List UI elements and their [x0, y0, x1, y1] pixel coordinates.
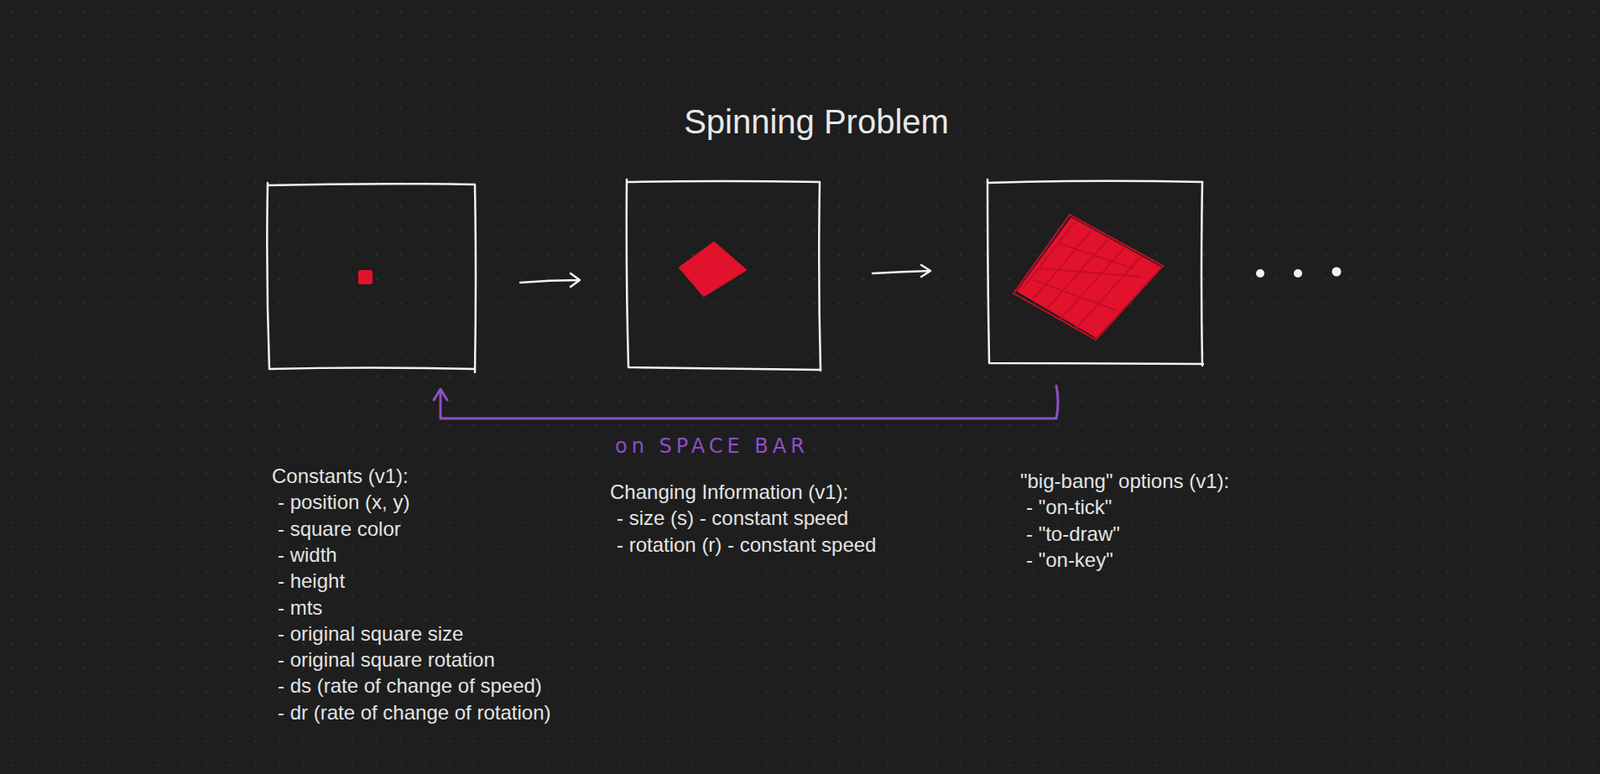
square-medium — [679, 242, 746, 297]
list-item: - "to-draw" — [1026, 521, 1121, 548]
frame-1 — [266, 182, 476, 373]
ellipsis — [1256, 267, 1342, 279]
frame-3 — [987, 179, 1204, 366]
list-item: - square color — [277, 516, 402, 543]
list-item: - original square rotation — [277, 647, 496, 673]
arrow-2 — [872, 265, 931, 277]
square-small — [358, 270, 373, 285]
section-heading: "big-bang" options (v1): — [1020, 469, 1230, 495]
list-item: - "on-tick" — [1026, 495, 1112, 521]
section-heading: Changing Information (v1): — [609, 479, 849, 506]
list-item: - "on-key" — [1026, 547, 1114, 574]
frame-2 — [626, 179, 821, 371]
list-item: - ds (rate of change of speed) — [277, 673, 543, 699]
list-item: - position (x, y) — [277, 489, 410, 516]
loop-bracket — [433, 385, 1058, 419]
list-item: - size (s) - constant speed — [616, 505, 849, 532]
list-item: - height — [277, 568, 345, 595]
list-item: - rotation (r) - constant speed — [616, 532, 876, 558]
list-item: - dr (rate of change of rotation) — [277, 700, 552, 726]
section-heading: Constants (v1): — [271, 463, 409, 490]
title: Spinning Problem — [683, 102, 949, 141]
square-large — [1013, 214, 1163, 340]
loop-label: on SPACE BAR — [613, 434, 811, 459]
list-item: - width — [277, 542, 338, 569]
arrow-1 — [520, 273, 580, 287]
list-item: - mts — [277, 595, 323, 621]
list-item: - original square size — [277, 621, 464, 647]
